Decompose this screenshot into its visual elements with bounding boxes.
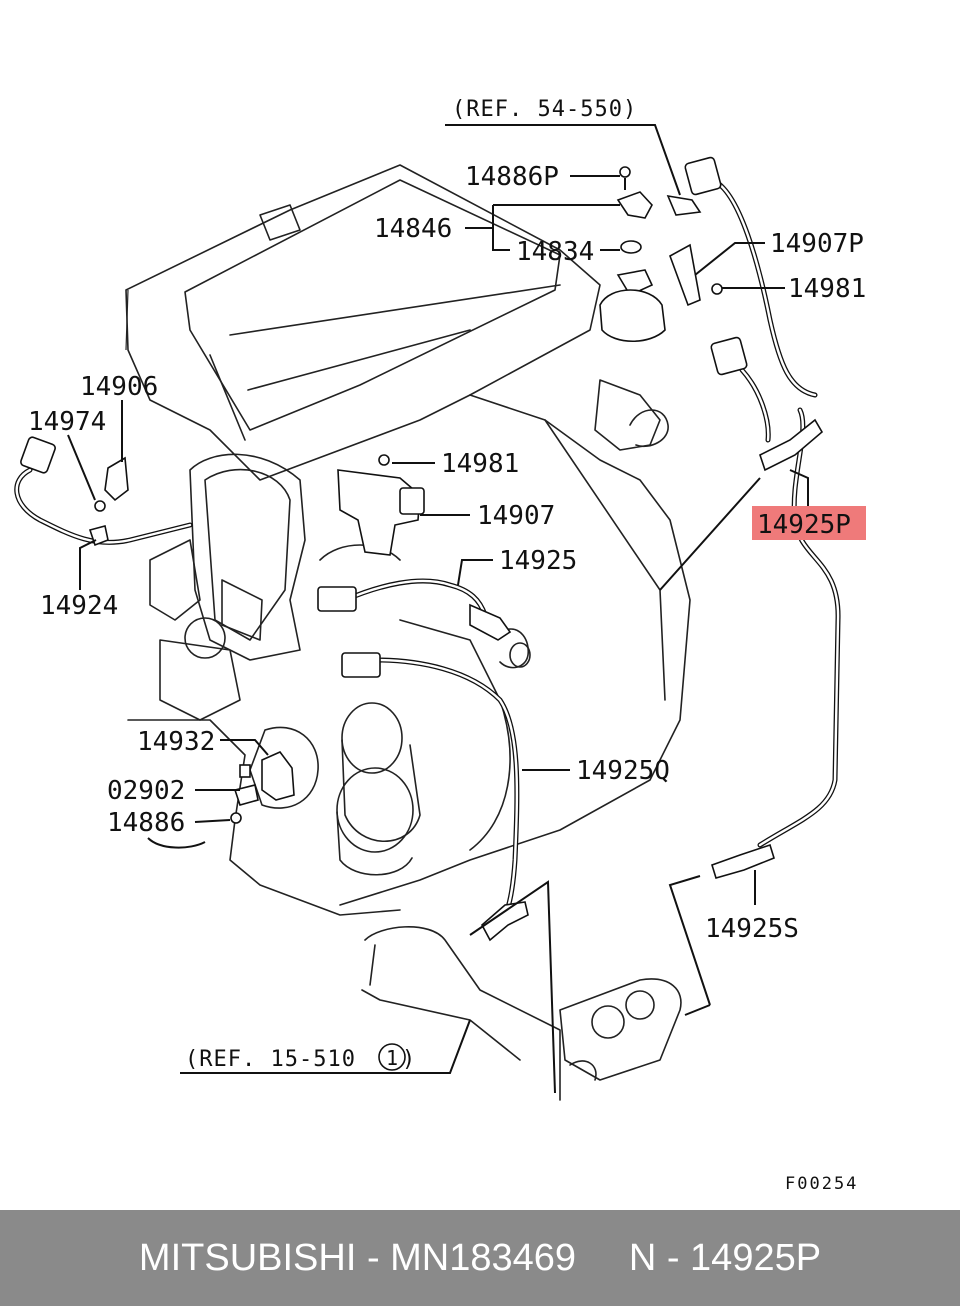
ref-bottom-close-paren: ) xyxy=(402,1047,416,1072)
cam-sensor-14846 xyxy=(599,166,723,342)
figure-code: F00254 xyxy=(785,1174,858,1194)
exhaust-manifold xyxy=(361,926,682,1101)
engine-drawing xyxy=(125,164,691,916)
wire-14924 xyxy=(14,436,193,545)
part-label-14907: 14907 xyxy=(477,501,555,531)
part-label-14981-mid: 14981 xyxy=(441,449,519,479)
part-label-14925P: 14925P xyxy=(757,510,851,540)
part-label-14925Q: 14925Q xyxy=(576,756,670,786)
part-label-14886: 14886 xyxy=(107,808,185,838)
part-label-02902: 02902 xyxy=(107,776,185,806)
highlight-box xyxy=(752,506,866,540)
part-label-14907P: 14907P xyxy=(770,229,864,259)
wire-14925P xyxy=(684,156,841,879)
bracket-14906 xyxy=(88,456,129,547)
part-label-14974: 14974 xyxy=(28,407,106,437)
part-label-14886P: 14886P xyxy=(465,162,559,192)
part-label-14981-top: 14981 xyxy=(788,274,866,304)
part-label-14925S: 14925S xyxy=(705,914,799,944)
crank-sensor-14932 xyxy=(230,751,295,824)
wire-14925Q xyxy=(341,652,529,942)
ref-circle-number: 1 xyxy=(386,1046,398,1070)
part-label-14906: 14906 xyxy=(80,372,158,402)
ref-top-label: (REF. 54-550) xyxy=(452,97,637,122)
part-label-14925: 14925 xyxy=(499,546,577,576)
leader-lines xyxy=(67,124,809,1094)
ref-circle-icon xyxy=(378,1043,406,1071)
part-label-14932: 14932 xyxy=(137,727,215,757)
part-label-14924: 14924 xyxy=(40,591,118,621)
bracket-14907 xyxy=(337,454,425,556)
wire-14925 xyxy=(317,578,512,641)
ref-bottom-label: (REF. 15-510 xyxy=(185,1047,356,1072)
footer-bar: MITSUBISHI - MN183469 N - 14925P xyxy=(0,1210,960,1306)
parts-diagram: (REF. 54-550) 14886P 14846 14834 14907P … xyxy=(14,97,866,1194)
footer-part-info: MITSUBISHI - MN183469 N - 14925P xyxy=(138,1236,822,1279)
part-label-14834: 14834 xyxy=(516,237,594,267)
part-label-14846: 14846 xyxy=(374,214,452,244)
